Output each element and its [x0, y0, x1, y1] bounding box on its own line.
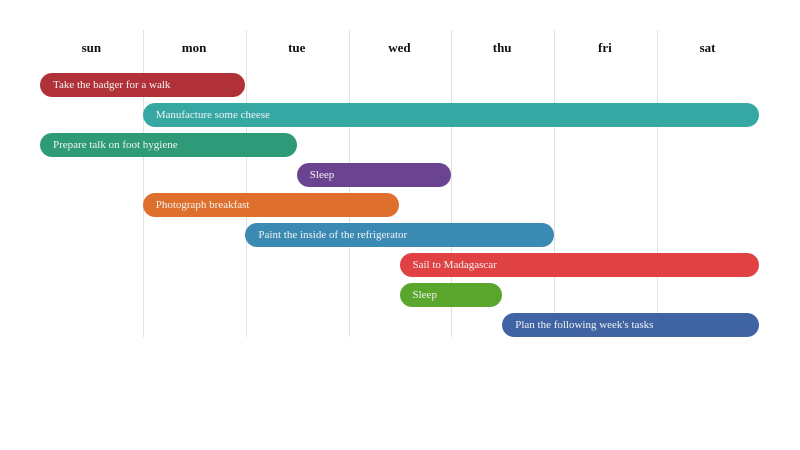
task-bar[interactable]: Take the badger for a walk — [40, 73, 246, 97]
gridline — [451, 30, 452, 337]
task-bar[interactable]: Sleep — [296, 163, 451, 187]
gridline — [143, 30, 144, 337]
gridline — [554, 30, 555, 337]
day-header-sun: sun — [81, 40, 102, 55]
day-header-wed: wed — [388, 40, 411, 55]
task-bar[interactable]: Plan the following week's tasks — [502, 313, 759, 337]
task-bar[interactable]: Manufacture some cheese — [142, 103, 759, 127]
day-header-mon: mon — [181, 40, 207, 55]
task-bar[interactable]: Sleep — [399, 283, 503, 307]
task-bar[interactable]: Sail to Madagascar — [399, 253, 759, 277]
gridline — [246, 30, 247, 337]
day-header-tue: tue — [288, 40, 306, 55]
gantt-chart: sun mon tue wed thu fri sat Take the bad… — [40, 30, 759, 337]
day-header-sat: sat — [699, 40, 716, 55]
gridline — [657, 30, 658, 337]
task-bar[interactable]: Photograph breakfast — [142, 193, 400, 217]
day-header-thu: thu — [492, 40, 512, 55]
day-header-fri: fri — [597, 40, 612, 55]
task-bar[interactable]: Paint the inside of the refrigerator — [245, 223, 554, 247]
task-bar[interactable]: Prepare talk on foot hygiene — [40, 133, 297, 157]
